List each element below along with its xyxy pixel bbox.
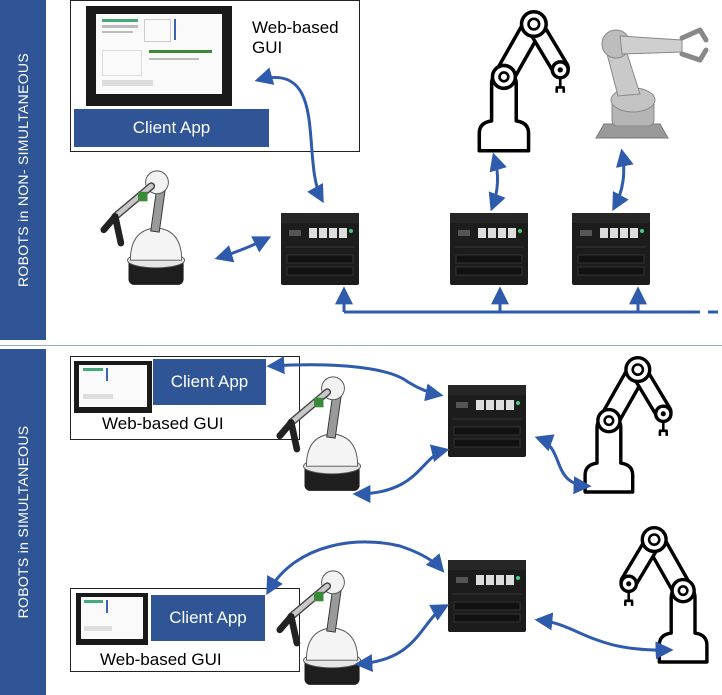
arm-controller-arrow bbox=[488, 152, 507, 212]
section-label-non-simultaneous: ROBOTS in NON- SIMULTANEOUS bbox=[0, 0, 46, 340]
client-app-button[interactable]: Client App bbox=[74, 109, 269, 147]
gui-controller-arrow bbox=[266, 356, 444, 402]
controller-haptic-arrow bbox=[354, 604, 450, 673]
client-app-button[interactable]: Client App bbox=[153, 359, 266, 405]
section-divider bbox=[0, 345, 722, 346]
client-app-button[interactable]: Client App bbox=[151, 595, 265, 641]
section-label-simultaneous: ROBOTS in SIMULTANEOUS bbox=[0, 349, 46, 695]
haptic-controller-arrow bbox=[214, 236, 272, 263]
monitor-icon bbox=[86, 6, 232, 106]
gui-controller-arrow bbox=[266, 540, 445, 596]
web-gui-label: Web-based GUI bbox=[102, 414, 224, 433]
robot-arm-icon bbox=[621, 528, 707, 662]
web-gui-label-line1: Web-based bbox=[252, 18, 339, 37]
monitor-icon bbox=[76, 593, 148, 645]
gui-controller-arrow bbox=[254, 67, 324, 204]
controller-box bbox=[280, 212, 360, 286]
controller-haptic-arrow bbox=[352, 444, 450, 503]
controller-box bbox=[449, 212, 529, 286]
haptic-robot bbox=[280, 377, 361, 491]
industrial-controller-arrow bbox=[612, 148, 634, 212]
web-gui-label: Web-based GUI bbox=[100, 650, 222, 669]
controller-arm-arrow bbox=[534, 434, 592, 495]
monitor-icon bbox=[74, 361, 152, 413]
robot-arm-icon bbox=[479, 12, 568, 151]
controller-arm-arrow bbox=[534, 612, 674, 660]
industrial-robot-icon bbox=[595, 27, 709, 139]
controller-box bbox=[447, 559, 527, 633]
controller-box bbox=[571, 212, 651, 286]
haptic-robot bbox=[104, 171, 185, 285]
robot-arm-icon bbox=[585, 358, 671, 492]
web-gui-label-line2: GUI bbox=[252, 38, 283, 57]
controller-box bbox=[447, 384, 527, 458]
haptic-robot bbox=[280, 571, 361, 685]
web-gui-label: Web-based GUI bbox=[252, 18, 339, 58]
